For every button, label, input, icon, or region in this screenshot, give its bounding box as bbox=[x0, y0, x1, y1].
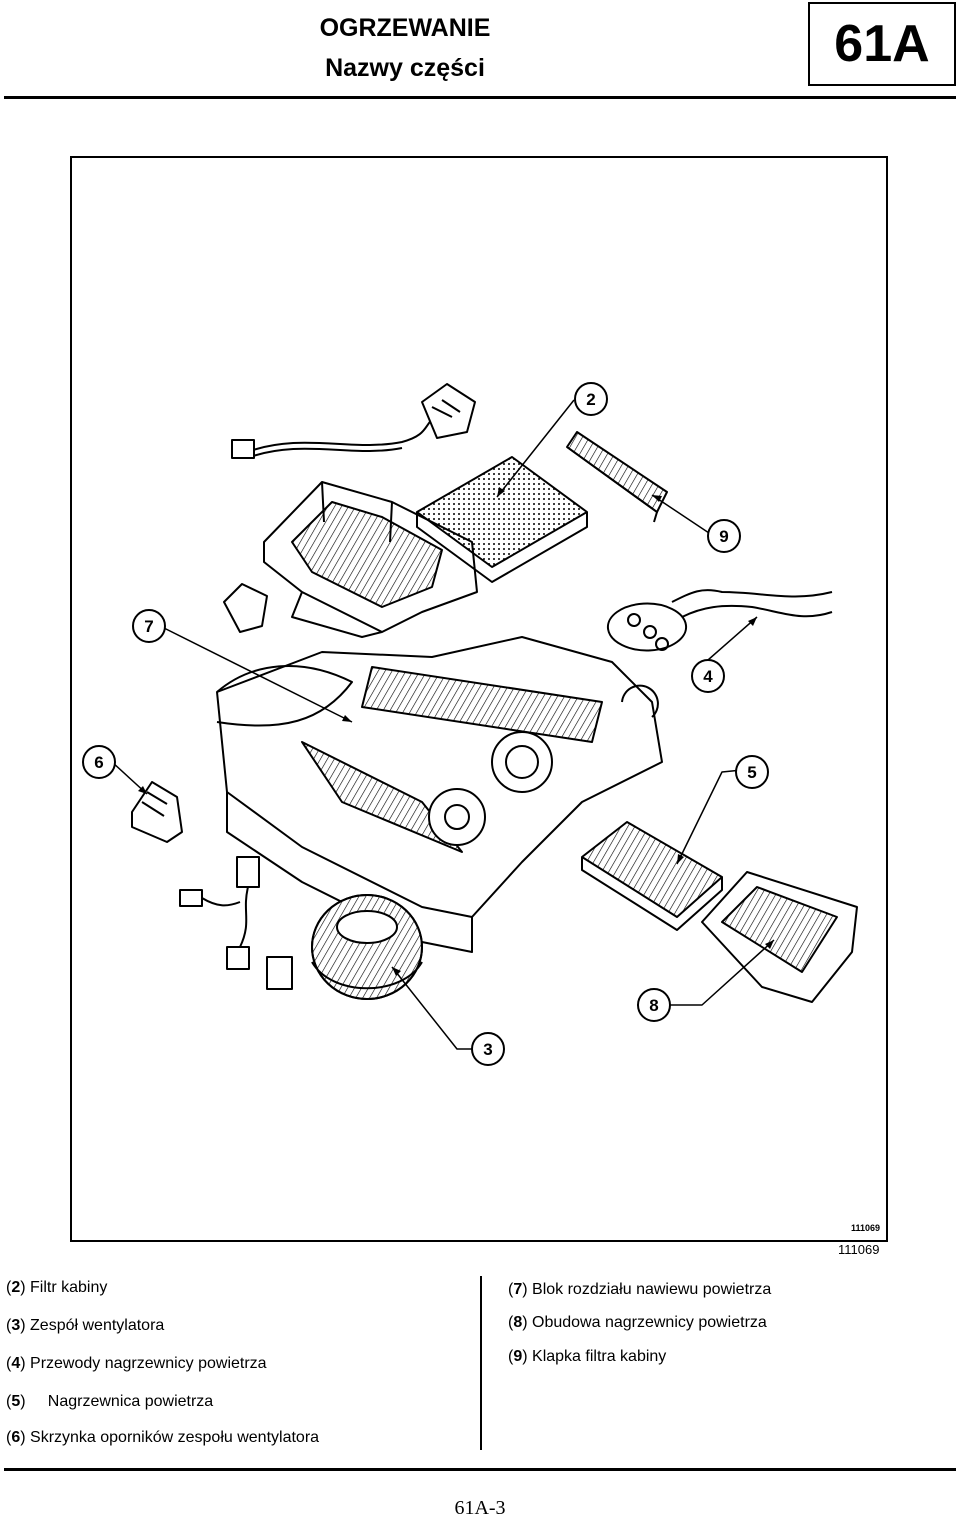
callout-6: 6 bbox=[82, 745, 116, 779]
resistor-box-drawing bbox=[131, 781, 183, 843]
section-title: OGRZEWANIE bbox=[319, 14, 491, 42]
callout-4: 4 bbox=[691, 659, 725, 693]
svg-text:4: 4 bbox=[703, 667, 713, 686]
legend-right: (7) Blok rozdziału nawiewu powietrza (8)… bbox=[508, 1280, 948, 1380]
svg-text:7: 7 bbox=[144, 617, 153, 636]
heater-matrix-drawing bbox=[581, 821, 723, 931]
svg-text:5: 5 bbox=[747, 763, 756, 782]
legend-item: (8) Obudowa nagrzewnicy powietrza bbox=[508, 1314, 767, 1331]
legend-item: (4) Przewody nagrzewnicy powietrza bbox=[6, 1355, 267, 1372]
blower-harness-drawing bbox=[179, 856, 293, 990]
exploded-diagram-frame: 2 9 7 4 6 5 8 3 bbox=[70, 156, 888, 1242]
resistor-harness-drawing bbox=[231, 383, 476, 459]
callout-5: 5 bbox=[735, 755, 769, 789]
legend-item: (7) Blok rozdziału nawiewu powietrza bbox=[508, 1281, 772, 1298]
footer-rule bbox=[4, 1468, 956, 1471]
svg-text:8: 8 bbox=[649, 996, 658, 1015]
legend-divider bbox=[480, 1276, 482, 1450]
svg-text:2: 2 bbox=[586, 390, 595, 409]
exploded-diagram: 2 9 7 4 6 5 8 3 bbox=[82, 382, 858, 1066]
svg-text:6: 6 bbox=[94, 753, 103, 772]
air-distribution-block-drawing bbox=[263, 481, 478, 638]
callout-7: 7 bbox=[132, 609, 166, 643]
heater-main-housing-drawing bbox=[216, 636, 663, 953]
callout-2: 2 bbox=[574, 382, 608, 416]
filter-flap-drawing bbox=[566, 431, 668, 523]
legend-item: (6) Skrzynka oporników zespołu wentylato… bbox=[6, 1429, 320, 1446]
legend-item: (5) Nagrzewnica powietrza bbox=[6, 1393, 214, 1410]
heater-housing-drawing bbox=[701, 871, 858, 1003]
legend-item: (2) Filtr kabiny bbox=[6, 1279, 108, 1296]
header-rule bbox=[4, 96, 956, 99]
blower-fan-drawing bbox=[311, 894, 423, 1000]
page-number: 61A-3 bbox=[454, 1497, 506, 1519]
figure-number: 111069 bbox=[838, 1242, 880, 1257]
legend-item: (9) Klapka filtra kabiny bbox=[508, 1348, 667, 1365]
legend-left: (2) Filtr kabiny (3) Zespół wentylatora … bbox=[6, 1278, 476, 1458]
section-code-badge: 61A bbox=[808, 2, 956, 86]
section-subtitle: Nazwy części bbox=[325, 54, 485, 82]
page-header-title: OGRZEWANIE Nazwy części bbox=[0, 8, 810, 88]
svg-text:3: 3 bbox=[483, 1040, 492, 1059]
callout-8: 8 bbox=[637, 988, 671, 1022]
figure-tag: 111069 bbox=[851, 1223, 881, 1233]
svg-text:9: 9 bbox=[719, 527, 728, 546]
legend-item: (3) Zespół wentylatora bbox=[6, 1317, 165, 1334]
cabin-filter-drawing bbox=[416, 456, 588, 583]
callout-9: 9 bbox=[707, 519, 741, 553]
heater-pipes-drawing bbox=[606, 589, 833, 652]
callout-3: 3 bbox=[471, 1032, 505, 1066]
connector-part-drawing bbox=[223, 583, 268, 633]
